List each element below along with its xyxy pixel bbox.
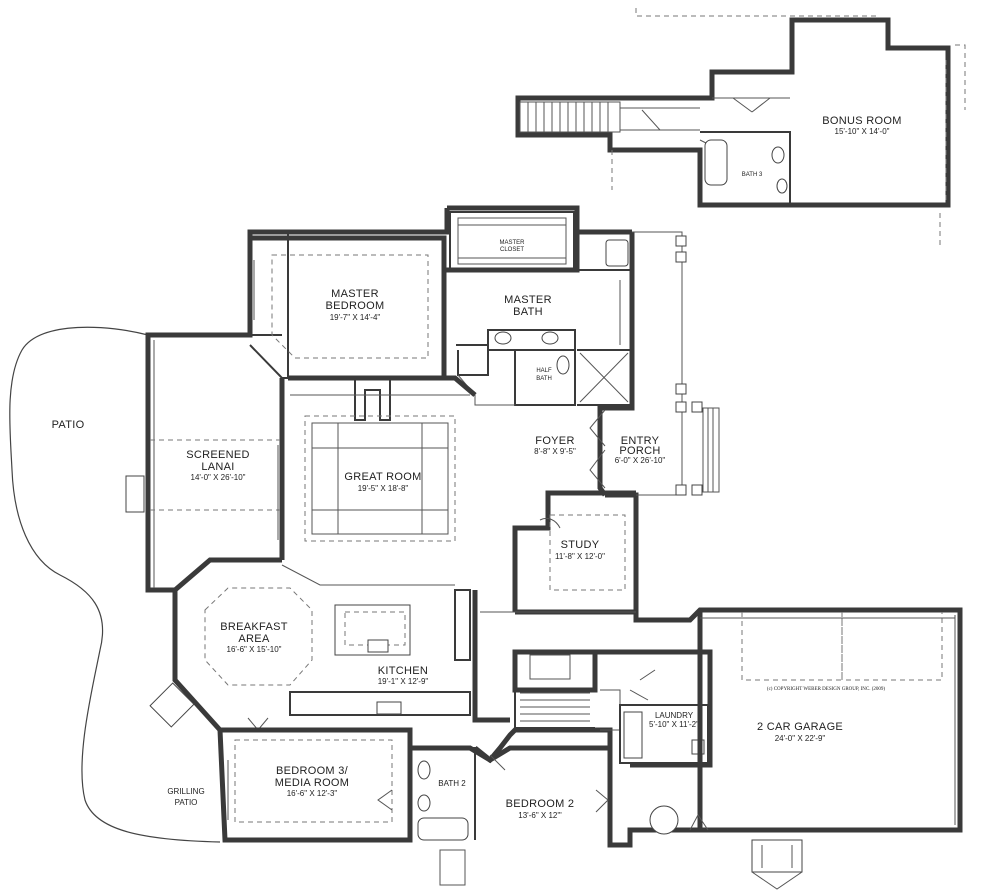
breakfast-name-2: AREA [238,633,270,645]
bath2-name: BATH 2 [438,779,466,788]
bedroom2-name: BEDROOM 2 [506,798,575,810]
patio-label: PATIO [52,419,85,431]
porch-column-4 [675,401,687,413]
breakfast-dims: 16'-6" X 15'-10" [227,645,282,654]
foyer-name: FOYER [535,435,574,447]
half-bath-toilet [556,355,570,375]
bath2-tub [417,817,469,841]
master-sink-1 [494,331,512,345]
bonus-stairs [519,101,621,133]
half-bath-name-1: HALF [536,368,552,374]
laundry-counter [623,711,643,759]
master-bath-name-1: MASTER [504,294,552,306]
laundry-dims: 5'-10" X 11'-2" [649,720,699,729]
bedroom3-walls [220,727,413,823]
bonus-room-wing [515,8,966,245]
screened-lanai [125,340,280,588]
bath2-toilet [417,760,431,780]
bedroom2-dims: 13'-6" X 12'" [518,811,562,820]
bath3-sink [771,146,785,164]
master-closet-name-2: CLOSET [500,247,524,253]
master-sink-2 [541,331,559,345]
kitchen [289,589,636,723]
foyer-dims: 8'-8" X 9'-5" [534,447,576,456]
kitchen-sink [367,639,389,653]
bedroom3-name-1: BEDROOM 3/ [276,765,349,777]
entry-porch-name-2: PORCH [619,445,660,457]
great-room-walls [288,375,477,542]
breakfast-area-walls [149,557,455,731]
laundry-name: LAUNDRY [655,711,694,720]
master-toilet [605,239,629,267]
porch-column-1 [675,235,687,247]
lanai-dims: 14'-0" X 26'-10" [191,473,246,482]
bath2-sink [417,794,431,812]
garage-dims: 24'-0" X 22'-9" [775,734,826,743]
master-closet-name-1: MASTER [499,240,525,246]
entry-porch-name-1: ENTRY [621,435,660,447]
great-room-name: GREAT ROOM [344,471,421,483]
grilling-patio-name-1: GRILLING [167,787,204,796]
breakfast-name-1: BREAKFAST [220,621,288,633]
garage-water-heater [649,805,679,835]
master-bedroom-name-1: MASTER [331,288,379,300]
lanai-name-1: SCREENED [186,449,250,461]
master-bath-name-2: BATH [513,306,543,318]
bedroom3-dims: 16'-6" X 12'-3" [287,789,338,798]
patio-outline [9,326,221,843]
porch-column-2 [675,251,687,263]
half-bath-name-2: BATH [536,376,552,382]
great-room-dims: 19'-5" X 18'-8" [358,484,409,493]
grilling-patio-name-2: PATIO [175,798,198,807]
master-bath-walls [444,232,633,406]
kitchen-dims: 19'-1" X 12'-9" [378,677,429,686]
lanai-steps [125,475,145,513]
bath3-label: BATH 3 [742,172,763,178]
porch-column-3 [675,383,687,395]
garage-side-porch [751,839,803,873]
entry-porch-structure [589,231,720,496]
porch-column-7 [691,484,703,496]
bonus-bathtub [704,139,728,186]
lanai-name-2: LANAI [201,461,234,473]
master-bedroom-name-2: BEDROOM [326,300,385,312]
copyright-note: (c) COPYRIGHT WEBER DESIGN GROUP, INC. (… [767,687,885,692]
bonus-room-name: BONUS ROOM [822,115,901,127]
kitchen-range [376,701,402,715]
bath2-walls [410,747,476,886]
kitchen-name: KITCHEN [378,665,428,677]
bath3-toilet [776,178,788,194]
bonus-room-dims: 15'-10" X 14'-0" [835,127,890,136]
study-dims: 11'-8" X 12'-0" [555,552,605,561]
entry-porch-dims: 6'-0" X 26'-10" [615,456,666,465]
bedroom3-name-2: MEDIA ROOM [275,777,350,789]
garage-name: 2 CAR GARAGE [757,721,843,733]
porch-column-6 [675,484,687,496]
study-name: STUDY [561,539,600,551]
center-stairs-closets [512,649,713,768]
porch-column-5 [691,401,703,413]
bedroom2-walls [473,745,610,813]
garage-walls [649,610,956,890]
master-bedroom-dims: 19'-7" X 14'-4" [330,313,381,322]
breakfast-steps [149,682,195,728]
